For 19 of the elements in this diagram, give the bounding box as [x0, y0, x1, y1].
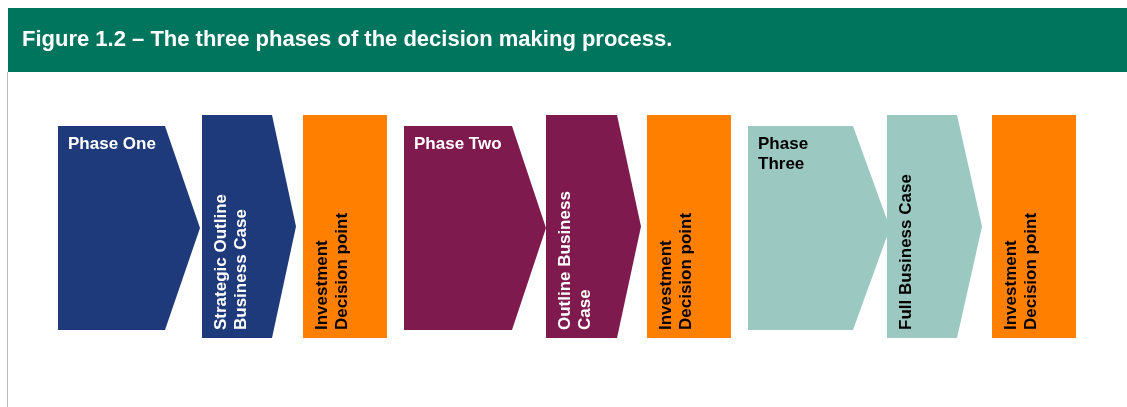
chevron-shape: [404, 126, 546, 330]
decision-label: Investment Decision point: [656, 211, 697, 330]
stage-label: Outline Business Case: [555, 190, 596, 330]
title: Figure 1.2 – The three phases of the decision making process.: [22, 26, 673, 52]
stage-label: Full Business Case: [896, 173, 916, 330]
decision-box: [992, 115, 1076, 338]
stage-label: Strategic Outline Business Case: [211, 192, 252, 330]
chevron-shape: [748, 126, 890, 330]
chevron-shape: [546, 115, 641, 338]
phase-label: Phase Three: [758, 134, 810, 175]
chevron-shape: [887, 115, 982, 338]
chevron-shape: [202, 115, 296, 338]
decision-box: [647, 115, 731, 338]
phase-label: Phase One: [68, 134, 157, 155]
decision-label: Investment Decision point: [312, 211, 353, 330]
chevron-shape: [58, 126, 200, 330]
decision-label: Investment Decision point: [1001, 211, 1042, 330]
decision-box: [303, 115, 387, 338]
phase-label: Phase Two: [414, 134, 503, 155]
